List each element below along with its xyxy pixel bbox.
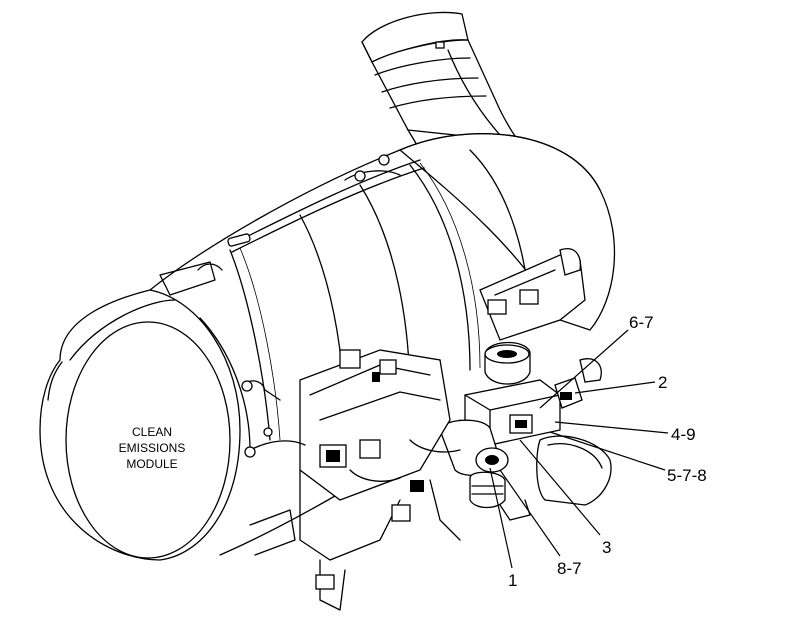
callout-leaders: [489, 329, 669, 569]
leader-6-7: [539, 329, 629, 409]
callout-1: 1: [508, 571, 517, 590]
callout-labels: 6-7 2 4-9 5-7-8 3 8-7 1: [508, 313, 707, 590]
lower-assembly: [241, 349, 461, 611]
callout-5-7-8: 5-7-8: [667, 466, 707, 485]
leader-1: [489, 467, 513, 569]
callout-6-7: 6-7: [629, 313, 654, 332]
leader-2: [574, 381, 656, 394]
leader-3: [519, 439, 601, 536]
module-label-line1: CLEAN: [132, 425, 172, 439]
module-label: CLEAN EMISSIONS MODULE: [119, 425, 186, 471]
module-label-line3: MODULE: [126, 457, 177, 471]
module-end-cap: [39, 289, 251, 561]
leader-5-7-8: [549, 431, 666, 471]
leader-4-9: [554, 421, 669, 434]
leader-8-7: [499, 469, 561, 557]
callout-4-9: 4-9: [671, 425, 696, 444]
valve-assembly: [439, 248, 612, 521]
callout-8-7: 8-7: [557, 559, 582, 578]
module-label-line2: EMISSIONS: [119, 441, 186, 455]
callout-2: 2: [658, 373, 667, 392]
callout-3: 3: [602, 538, 611, 557]
